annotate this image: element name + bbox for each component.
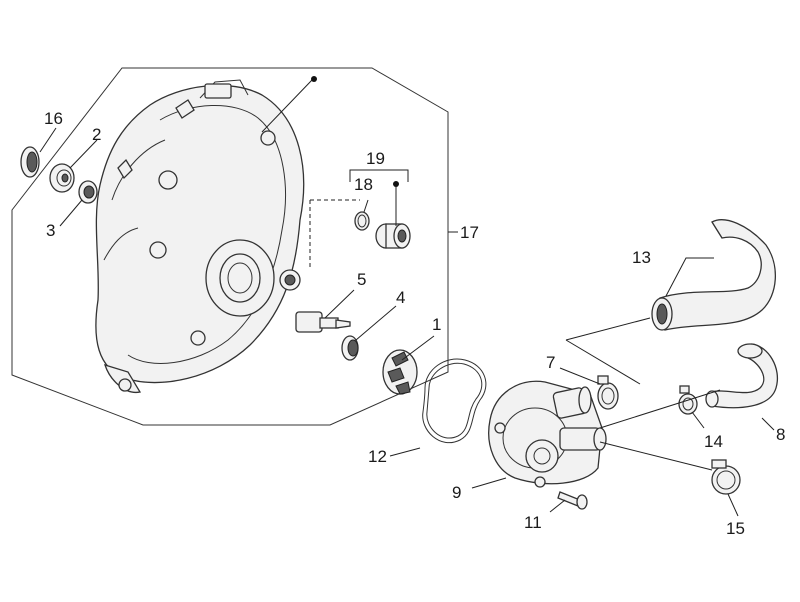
callout-1: 1 [432, 315, 441, 334]
part-18-oring [354, 211, 370, 231]
part-16-seal [20, 146, 40, 178]
part-15-clamp [711, 459, 741, 495]
callout-19: 19 [366, 149, 385, 168]
callout-7: 7 [546, 353, 555, 372]
callout-3: 3 [46, 221, 55, 240]
part-4-mechanical-seal [341, 335, 359, 361]
part-12-gasket-inner [426, 362, 483, 439]
callout-15: 15 [726, 519, 745, 538]
part-1-impeller [382, 349, 418, 395]
callout-8: 8 [776, 425, 785, 444]
part-2-bearing [49, 163, 75, 193]
callout-13: 13 [632, 248, 651, 267]
part-19-drain-plug [375, 223, 411, 249]
assembly-frame [11, 67, 449, 426]
callout-18: 18 [354, 175, 373, 194]
callout-2: 2 [92, 125, 101, 144]
callout-11: 11 [524, 513, 542, 532]
callout-9: 9 [452, 483, 461, 502]
callout-16: 16 [44, 109, 63, 128]
part-12-gasket [422, 358, 487, 444]
crankcase-cover [95, 79, 305, 393]
part-5-pump-shaft [295, 311, 351, 333]
callout-12: 12 [368, 447, 387, 466]
callout-14: 14 [704, 432, 723, 451]
callout-4: 4 [396, 288, 405, 307]
part-3-circlip [78, 180, 98, 204]
group-19-bracket [349, 169, 409, 182]
part-11-bolt [557, 491, 588, 510]
part-9-pump-housing [488, 380, 607, 488]
part-8-small-hose [705, 343, 778, 409]
leader-lines [39, 76, 775, 517]
part-7-hose-clamp [597, 375, 619, 410]
part-13-large-hose [651, 219, 777, 331]
callout-5: 5 [357, 270, 366, 289]
callout-17: 17 [460, 223, 479, 242]
